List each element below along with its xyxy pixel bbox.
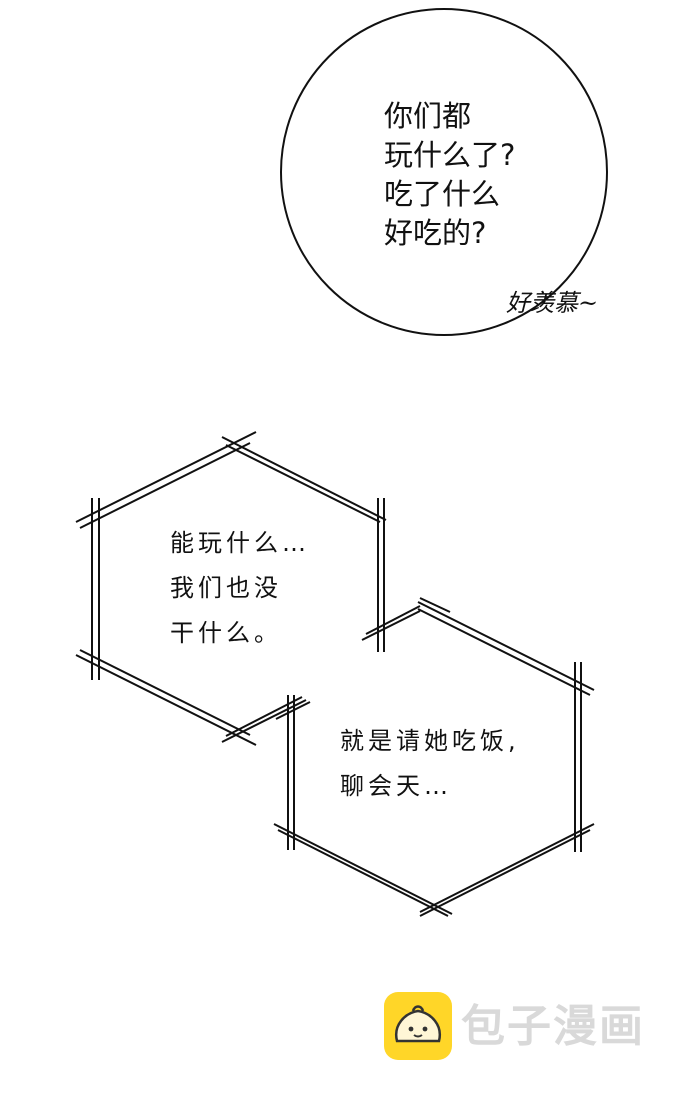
speech-line: 好吃的? — [384, 216, 487, 250]
thought-line: 能玩什么… — [170, 529, 310, 557]
thought-bubble-right — [273, 597, 595, 917]
thought-text-right: 就是请她吃饭, 聊会天… — [340, 719, 520, 809]
thought-line: 就是请她吃饭, — [340, 727, 520, 755]
watermark-brand: 包子漫画 — [461, 1001, 645, 1052]
thought-line: 我们也没 — [170, 574, 282, 602]
speech-text: 你们都 玩什么了? 吃了什么 好吃的? — [384, 97, 515, 253]
thought-text-left: 能玩什么… 我们也没 干什么。 — [170, 521, 310, 656]
thought-line: 聊会天… — [340, 772, 452, 800]
bun-mascot-icon — [384, 992, 452, 1060]
watermark: 包子漫画 — [383, 991, 663, 1063]
thought-line: 干什么。 — [170, 619, 282, 647]
sfx-envy: 好羡慕~ — [506, 289, 599, 317]
speech-bubble-circle — [280, 8, 608, 336]
speech-line: 你们都 — [384, 99, 472, 133]
speech-line: 玩什么了? — [384, 138, 516, 172]
speech-line: 吃了什么 — [384, 177, 501, 211]
thought-bubble-left — [75, 431, 421, 746]
